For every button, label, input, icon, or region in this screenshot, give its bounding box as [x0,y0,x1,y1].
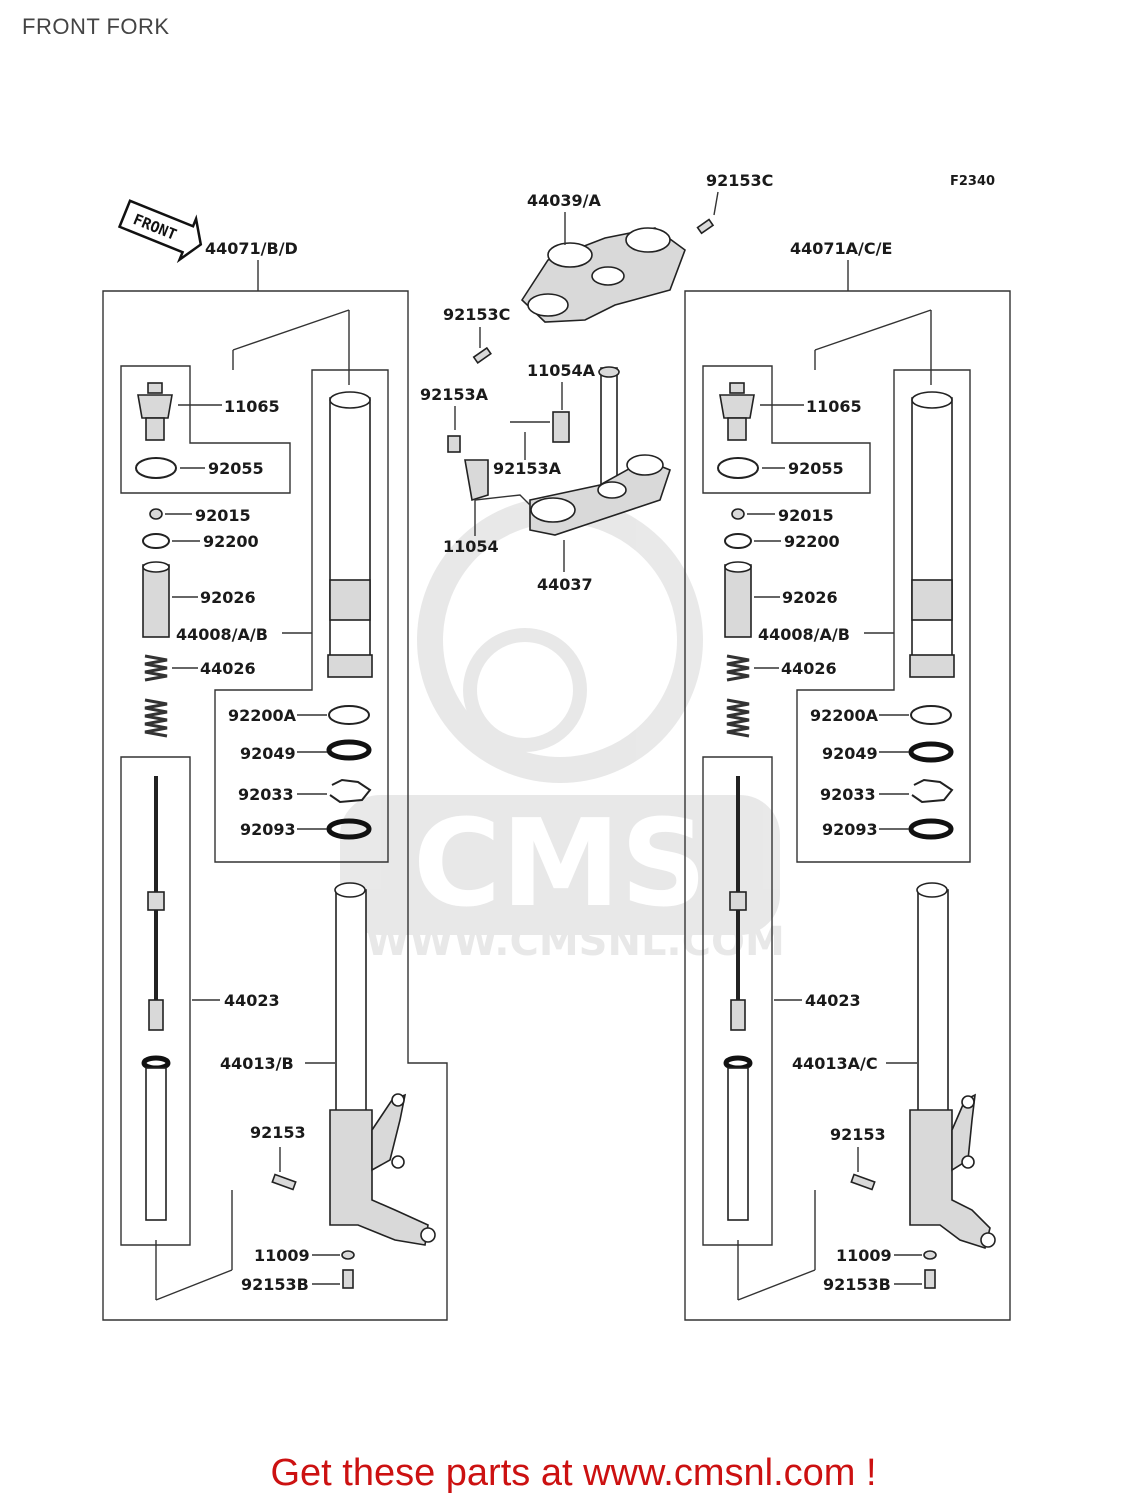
left-label-bolt: 92153 [250,1123,306,1142]
page-title: FRONT FORK [22,14,170,39]
label-lower-bracket: 44037 [537,575,593,594]
label-bolt-top: 92153C [706,171,773,190]
figure-code: F2340 [950,174,995,189]
left-cap [137,382,173,441]
watermark-url: WWW.CMSNL.COM [365,919,785,965]
left-cylinder [141,776,171,1221]
left-fork: 44071/B/D 11065 92055 92015 92200 92026 … [102,239,448,1321]
left-spacer [142,561,170,638]
right-label-nut: 92015 [778,506,834,525]
right-label-circlip: 92033 [820,785,876,804]
right-spring [726,654,750,738]
right-label-ring-a: 92200A [810,706,879,725]
right-oil-seal [908,741,954,763]
right-label-bolt-b: 92153B [823,1275,891,1294]
upper-bracket [520,227,686,323]
label-bolt-left: 92153C [443,305,510,324]
right-oring [717,457,759,479]
label-stem-bracket-a: 11054A [527,361,596,380]
left-label-spring: 44026 [200,659,256,678]
right-label-oring: 92055 [788,459,844,478]
watermark-brand: CMS [413,795,707,934]
left-label-ring: 92200 [203,532,259,551]
left-oring [135,457,177,479]
right-label-ring: 92200 [784,532,840,551]
right-label-dust-seal: 92093 [822,820,878,839]
left-label-nut: 92015 [195,506,251,525]
left-assembly-label: 44071/B/D [205,239,298,258]
label-bolt-a2: 92153A [493,459,562,478]
left-label-gasket: 11009 [254,1246,310,1265]
left-label-oring: 92055 [208,459,264,478]
right-ring-a [910,705,952,725]
left-label-bolt-b: 92153B [241,1275,309,1294]
right-label-cylinder: 44023 [805,991,861,1010]
right-dust-seal [908,818,954,840]
label-stem-bracket: 11054 [443,537,499,556]
label-bolt-a1: 92153A [420,385,489,404]
left-circlip [329,778,372,804]
left-label-ring-a: 92200A [228,706,297,725]
left-label-cap: 11065 [224,397,280,416]
right-cap [719,382,755,441]
left-label-tube: 44008/A/B [176,625,268,644]
left-inner-tube [327,391,373,678]
right-spacer [724,561,752,638]
left-outer-tube [329,882,436,1246]
right-label-spacer: 92026 [782,588,838,607]
left-label-outer-tube: 44013/B [220,1054,294,1073]
front-tag: FRONT [117,199,203,264]
label-upper-bracket: 44039/A [527,191,602,210]
left-oil-seal [326,739,372,761]
right-cylinder [723,776,753,1221]
watermark: CMS WWW.CMSNL.COM [340,497,785,965]
steering-stem [598,366,620,499]
lower-bracket [529,454,671,536]
right-assembly-label: 44071A/C/E [790,239,892,258]
right-label-cap: 11065 [806,397,862,416]
left-label-cylinder: 44023 [224,991,280,1010]
right-label-spring: 44026 [781,659,837,678]
left-label-oil-seal: 92049 [240,744,296,763]
right-label-tube: 44008/A/B [758,625,850,644]
right-label-outer-tube: 44013A/C [792,1054,878,1073]
left-label-circlip: 92033 [238,785,294,804]
left-dust-seal [326,818,372,840]
right-outer-tube [909,882,996,1250]
right-fork: 44071A/C/E 11065 92055 92015 92200 92026… [684,239,1011,1321]
left-ring-a [328,705,370,725]
left-label-spacer: 92026 [200,588,256,607]
left-spring [144,654,168,738]
center-group: 44039/A 92153C 92153C 44037 11054A 92153… [420,171,773,594]
right-label-gasket: 11009 [836,1246,892,1265]
right-inner-tube [909,391,955,678]
right-label-oil-seal: 92049 [822,744,878,763]
right-label-bolt: 92153 [830,1125,886,1144]
left-label-dust-seal: 92093 [240,820,296,839]
footer-link[interactable]: Get these parts at www.cmsnl.com ! [270,1452,877,1494]
right-circlip [911,778,954,804]
